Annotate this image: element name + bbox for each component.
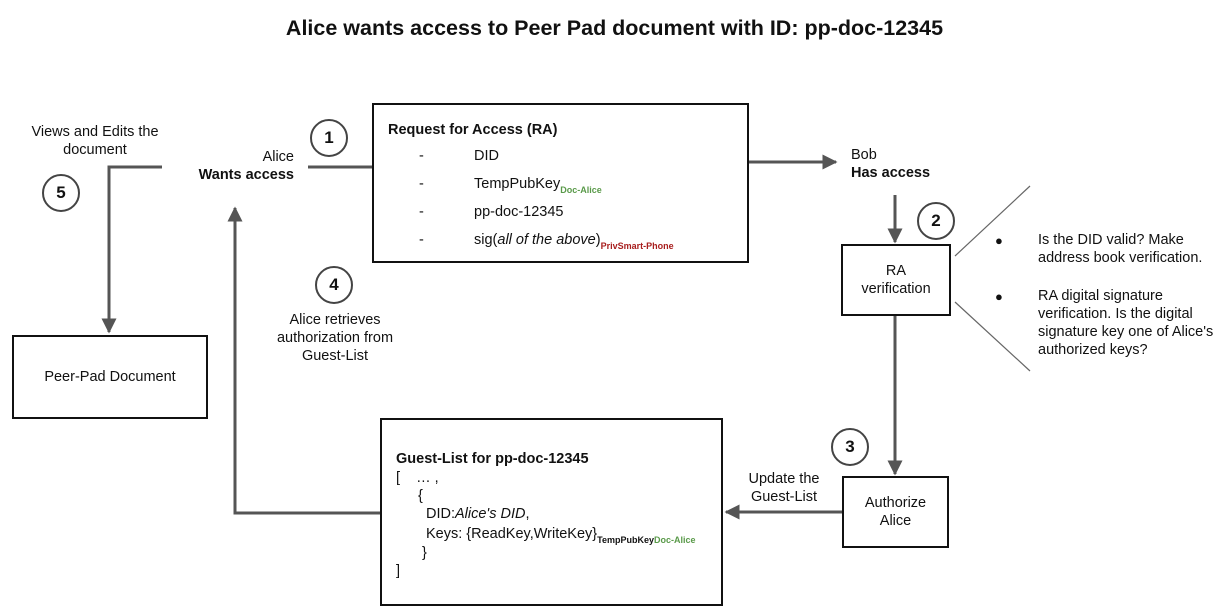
step-3-badge: 3 bbox=[831, 428, 869, 466]
guest-list-brace-close: } bbox=[422, 545, 427, 561]
arrow-guestlist-to-alice bbox=[227, 206, 380, 515]
bob-status: Has access bbox=[851, 165, 931, 181]
guest-list-close: ] bbox=[396, 563, 401, 579]
step-5-badge: 5 bbox=[42, 174, 80, 212]
step-4-badge: 4 bbox=[315, 266, 353, 304]
retrieve-authorization-label: Alice retrieves authorization from Guest… bbox=[276, 312, 394, 364]
ra-verification-box: RA verification bbox=[841, 244, 951, 316]
check-1-text: Is the DID valid? Make address book veri… bbox=[1038, 232, 1203, 266]
views-edits-label: Views and Edits the document bbox=[31, 124, 159, 158]
bob-node: Bob Has access bbox=[851, 146, 930, 182]
alice-status: Wants access bbox=[198, 167, 294, 183]
request-item-temppubkey: -TempPubKeyDoc-Alice bbox=[419, 176, 602, 195]
peer-pad-document-box: Peer-Pad Document bbox=[12, 335, 208, 419]
guest-list-keys: Keys: {ReadKey,WriteKey}TempPubKeyDoc-Al… bbox=[426, 526, 696, 545]
check-1-bullet: ● bbox=[995, 233, 1003, 248]
guest-list-did: DID:Alice's DID, bbox=[426, 506, 530, 522]
peer-pad-label: Peer-Pad Document bbox=[44, 369, 176, 385]
guest-list-open: [ … , bbox=[396, 470, 439, 486]
alice-name: Alice bbox=[262, 149, 294, 165]
guest-list-box: Guest-List for pp-doc-12345 [ … , { DID:… bbox=[380, 418, 723, 606]
check-2-text: RA digital signature verification. Is th… bbox=[1038, 288, 1214, 358]
authorize-alice-box: Authorize Alice bbox=[842, 476, 949, 548]
alice-node: Alice Wants access bbox=[180, 148, 294, 184]
callout-line-top bbox=[954, 185, 1031, 257]
bob-name: Bob bbox=[851, 147, 877, 163]
check-2-bullet: ● bbox=[995, 289, 1003, 304]
guest-list-brace-open: { bbox=[418, 488, 423, 504]
request-item-did: -DID bbox=[419, 148, 499, 164]
request-title: Request for Access (RA) bbox=[388, 122, 558, 138]
step-1-badge: 1 bbox=[310, 119, 348, 157]
update-guestlist-label: Update the Guest-List bbox=[748, 471, 820, 505]
guest-list-title: Guest-List for pp-doc-12345 bbox=[396, 451, 589, 467]
request-for-access-box: Request for Access (RA) -DID -TempPubKey… bbox=[372, 103, 749, 263]
arrow-to-peer-pad bbox=[101, 165, 162, 334]
diagram-title: Alice wants access to Peer Pad document … bbox=[285, 16, 944, 40]
request-item-docid: -pp-doc-12345 bbox=[419, 204, 564, 220]
callout-line-bottom bbox=[954, 301, 1031, 372]
request-item-signature: -sig(all of the above)PrivSmart-Phone bbox=[419, 232, 674, 251]
step-2-badge: 2 bbox=[917, 202, 955, 240]
